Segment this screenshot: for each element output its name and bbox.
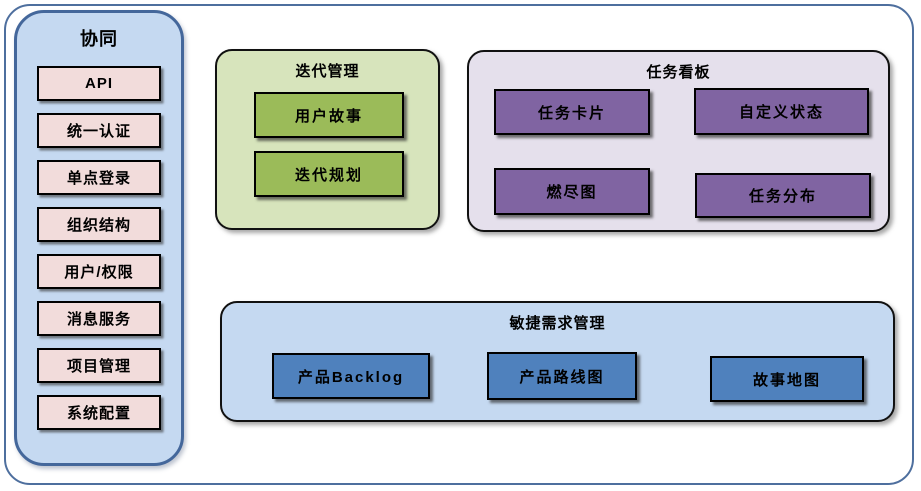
sidebar-item-project-management: 项目管理 bbox=[37, 348, 161, 383]
panel-iteration-management: 迭代管理 用户故事 迭代规划 bbox=[215, 49, 440, 230]
node-product-backlog: 产品Backlog bbox=[272, 353, 430, 399]
panel-agile-requirements: 敏捷需求管理 产品Backlog 产品路线图 故事地图 bbox=[220, 301, 895, 422]
node-custom-status: 自定义状态 bbox=[694, 88, 869, 135]
node-user-story: 用户故事 bbox=[254, 92, 404, 138]
panel-iteration-title: 迭代管理 bbox=[295, 63, 360, 80]
sidebar-item-api: API bbox=[37, 66, 161, 101]
node-story-map: 故事地图 bbox=[710, 356, 864, 402]
node-iteration-planning: 迭代规划 bbox=[254, 151, 404, 197]
sidebar-item-sso: 单点登录 bbox=[37, 160, 161, 195]
node-task-card: 任务卡片 bbox=[494, 89, 650, 135]
sidebar-item-org-structure: 组织结构 bbox=[37, 207, 161, 242]
sidebar-title: 协同 bbox=[80, 29, 118, 49]
node-task-distribution: 任务分布 bbox=[695, 173, 871, 218]
sidebar-item-message-service: 消息服务 bbox=[37, 301, 161, 336]
sidebar-item-users-permissions: 用户/权限 bbox=[37, 254, 161, 289]
node-product-roadmap: 产品路线图 bbox=[487, 352, 637, 400]
sidebar-item-list: API 统一认证 单点登录 组织结构 用户/权限 消息服务 项目管理 系统配置 bbox=[37, 66, 161, 430]
sidebar-item-system-config: 系统配置 bbox=[37, 395, 161, 430]
collaboration-sidebar: 协同 API 统一认证 单点登录 组织结构 用户/权限 消息服务 项目管理 系统… bbox=[14, 10, 184, 466]
panel-kanban-title: 任务看板 bbox=[646, 64, 711, 81]
panel-requirements-title: 敏捷需求管理 bbox=[509, 315, 606, 332]
node-burndown-chart: 燃尽图 bbox=[494, 168, 650, 215]
sidebar-item-unified-auth: 统一认证 bbox=[37, 113, 161, 148]
panel-task-kanban: 任务看板 任务卡片 自定义状态 燃尽图 任务分布 bbox=[467, 50, 890, 232]
